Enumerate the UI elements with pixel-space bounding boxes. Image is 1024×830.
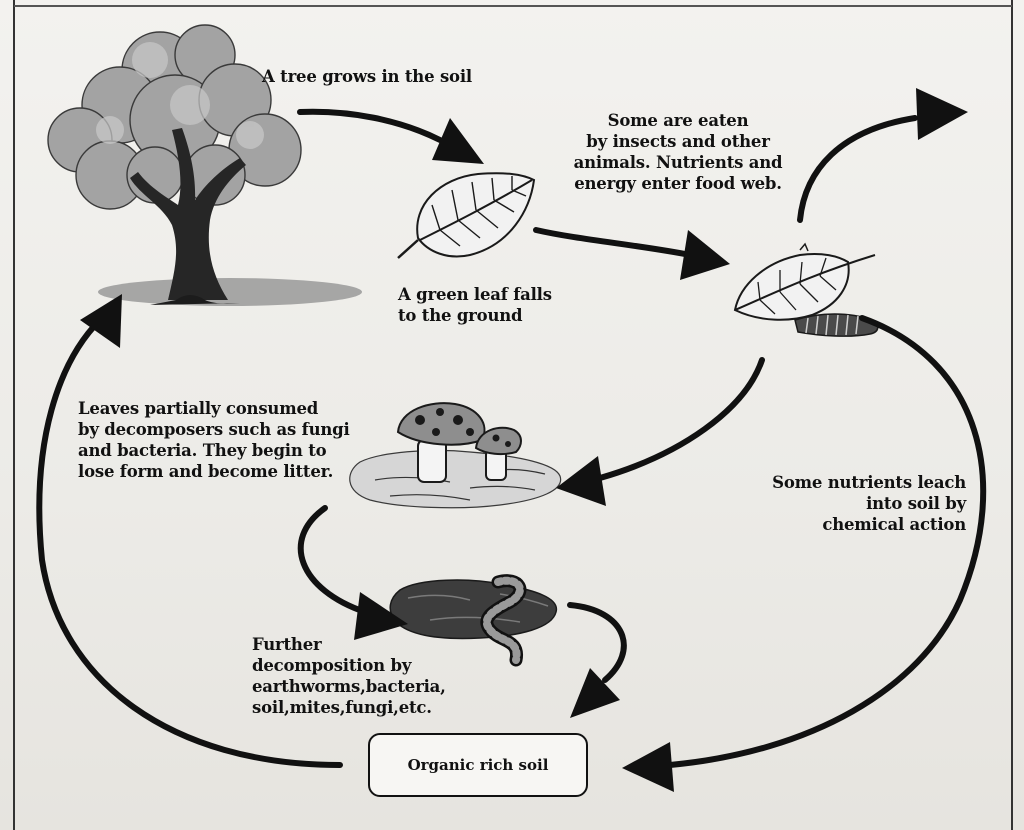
arrowheads (80, 88, 968, 792)
label-line: energy enter food web. (574, 174, 782, 193)
label-line: chemical action (822, 515, 966, 534)
label-line: and bacteria. They begin to (78, 441, 327, 460)
label-line: by insects and other (586, 132, 770, 151)
arrowhead-decomposers (556, 456, 606, 506)
arrowhead-tree-to-leaf (432, 118, 484, 164)
label-line: animals. Nutrients and (573, 153, 783, 172)
label-line: to the ground (398, 306, 523, 325)
label-line: by decomposers such as fungi (78, 420, 350, 439)
arrow-leaf-to-eaten (533, 227, 693, 258)
arrowhead-worm-to-soil (570, 668, 620, 718)
caterpillar-icon (794, 313, 879, 337)
label-eaten: Some are eaten by insects and other anim… (548, 110, 808, 194)
arrowhead-food-web (916, 88, 968, 140)
arrow-tree-to-leaf (297, 108, 443, 143)
arrow-leach-to-soil (667, 315, 987, 768)
label-line: lose form and become litter. (78, 462, 334, 481)
arrowhead-earthworm (354, 592, 408, 640)
label-tree-grows: A tree grows in the soil (262, 66, 472, 87)
label-further-decomposition: Further decomposition by earthworms,bact… (252, 634, 446, 718)
earthworm-icon (389, 574, 558, 667)
label-line: earthworms,bacteria, (252, 677, 446, 696)
label-line: Some are eaten (607, 111, 749, 130)
arrow-to-decomposers (597, 357, 765, 481)
label-line: A green leaf falls (398, 285, 552, 304)
arrow-to-food-web (797, 115, 918, 223)
eaten-leaf-icon (733, 242, 876, 321)
arrow-worm-to-soil (567, 602, 627, 683)
green-leaf-icon (397, 172, 536, 259)
arrows (36, 108, 987, 768)
organic-soil-box: Organic rich soil (368, 733, 588, 797)
label-line: A tree grows in the soil (262, 67, 472, 86)
tree-icon (47, 24, 362, 306)
label-decomposers: Leaves partially consumed by decomposers… (78, 398, 350, 482)
label-line: decomposition by (252, 656, 412, 675)
label-leaf-falls: A green leaf falls to the ground (398, 284, 552, 326)
mushroom-icon (349, 402, 562, 509)
label-line: Some nutrients leach (772, 473, 966, 492)
label-line: Leaves partially consumed (78, 399, 319, 418)
label-line: into soil by (866, 494, 966, 513)
label-leach: Some nutrients leach into soil by chemic… (700, 472, 966, 535)
arrow-soil-to-tree (36, 317, 343, 768)
arrowhead-leach-to-soil (622, 742, 674, 792)
arrowhead-soil-to-tree (80, 294, 122, 348)
organic-soil-label: Organic rich soil (407, 756, 549, 774)
label-line: Further (252, 635, 322, 654)
arrow-to-earthworm (297, 505, 368, 615)
label-line: soil,mites,fungi,etc. (252, 698, 432, 717)
arrowhead-leaf-to-eaten (680, 230, 730, 280)
